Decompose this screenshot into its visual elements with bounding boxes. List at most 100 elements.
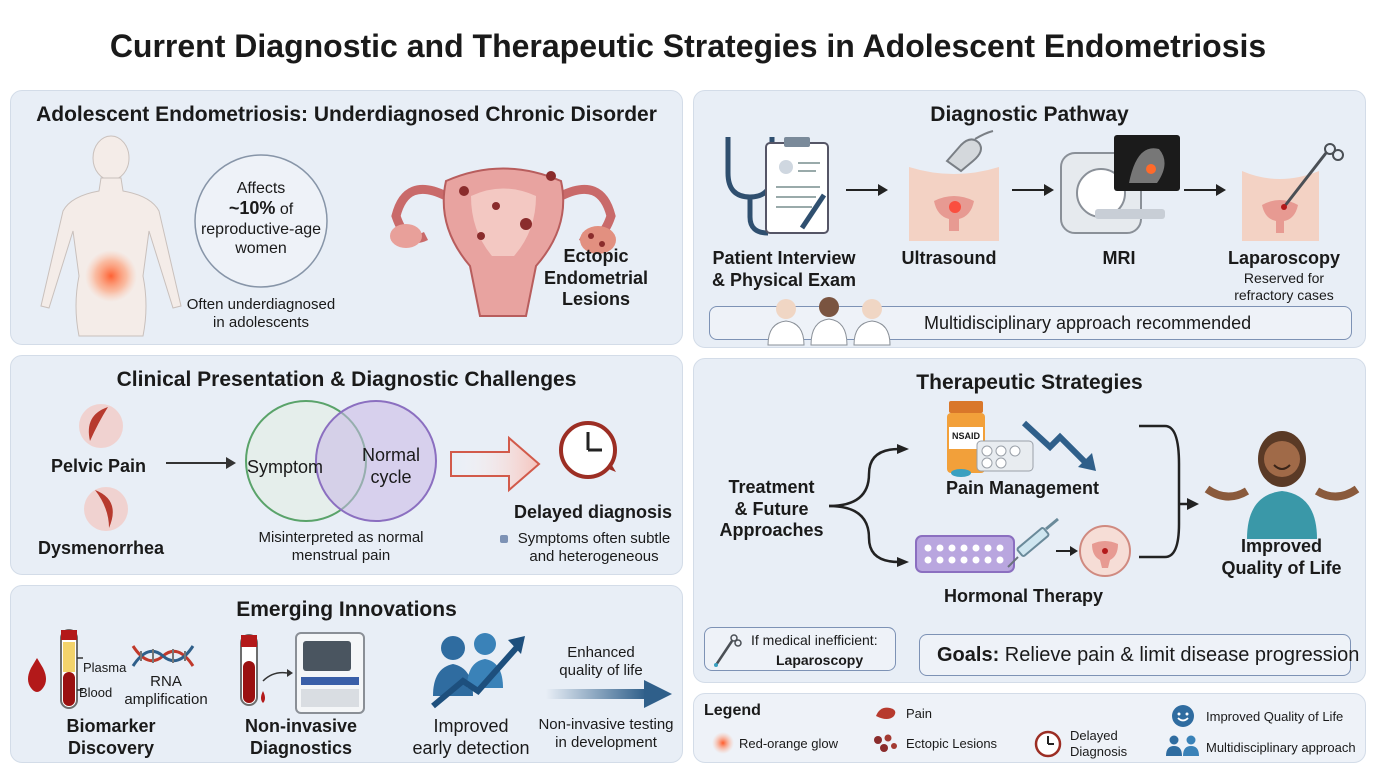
panel3-title: Emerging Innovations (236, 598, 457, 621)
doctors-icon (767, 297, 891, 346)
affects-line1: Affects (236, 180, 286, 197)
step1-line2: & Physical Exam (711, 269, 857, 290)
legend-glow-icon (712, 732, 734, 754)
step4-note-line1: Reserved for (1243, 270, 1325, 286)
testing-line2: in development (555, 734, 657, 751)
legend-pain-label: Pain (906, 706, 933, 721)
step4-note-line2: refractory cases (1234, 286, 1334, 303)
goals-box (919, 634, 1351, 676)
legend-lesions-icon (874, 734, 897, 752)
testing-note: Non-invasive testing in development (531, 716, 681, 752)
arrow-to-uterus (1056, 546, 1078, 556)
ectopic-line1: Ectopic (563, 246, 629, 266)
step-mri: MRI (1102, 248, 1136, 268)
legend-title: Legend (704, 702, 761, 719)
step-laparoscopy: Laparoscopy (1227, 248, 1341, 268)
dysmenorrhea-icon (84, 487, 128, 531)
bullet-icon (500, 535, 508, 543)
legend-team-icon (1166, 735, 1199, 756)
enhanced-line1: Enhanced (567, 644, 635, 661)
pelvic-glow (85, 250, 137, 302)
ultrasound-icon (909, 130, 999, 241)
legend-panel: Legend Red-orange glow Pain Ectopic Lesi… (693, 693, 1366, 763)
treat-line3: Approaches (719, 520, 824, 541)
improved-detection-label: Improved early detection (396, 716, 546, 759)
rna-line1: RNA (150, 673, 182, 690)
venn-diagram (245, 400, 437, 522)
delayed-diagnosis-label: Delayed diagnosis (514, 502, 673, 522)
pelvic-pain-label: Pelvic Pain (51, 456, 147, 476)
improved-qol-label: Improved Quality of Life (1209, 536, 1354, 579)
pelvic-pain-icon (79, 404, 123, 448)
treat-line1: Treatment (728, 477, 815, 497)
syringe-icon (1007, 517, 1059, 568)
pain-management-label: Pain Management (946, 478, 1100, 498)
legend-lesions-label: Ectopic Lesions (906, 736, 998, 751)
arrow-step2 (1012, 184, 1054, 196)
progress-arrow-icon (546, 680, 672, 708)
panel-diagnostic-pathway: Diagnostic Pathway Patient Interview & P… (693, 90, 1366, 348)
happy-person-icon (1204, 431, 1360, 539)
biomarker-label: Biomarker Discovery (51, 716, 171, 759)
if-medical-box (704, 627, 896, 671)
blood-tube-icon (28, 629, 83, 709)
dysmenorrhea-label: Dysmenorrhea (38, 538, 165, 558)
legend-glow-label: Red-orange glow (739, 736, 839, 751)
mri-scanner-icon (1060, 135, 1180, 234)
big-arrow-icon (450, 435, 541, 493)
stethoscope-clipboard-icon (725, 137, 829, 236)
panel-adolescent-endometriosis: Adolescent Endometriosis: Underdiagnosed… (10, 90, 683, 345)
arrow-to-venn (166, 457, 236, 469)
nsaid-label: NSAID (951, 431, 980, 441)
panel-therapeutic-strategies: Therapeutic Strategies Treatment & Futur… (693, 358, 1366, 683)
multidisciplinary-text: Multidisciplinary approach recommended (924, 313, 1252, 333)
panel1-title: Adolescent Endometriosis: Underdiagnosed… (36, 103, 657, 126)
affects-line4: women (235, 239, 287, 257)
stat-circle (194, 154, 328, 288)
venn-right-line2: cycle (370, 466, 412, 487)
nsaid-pills-icon (947, 401, 1034, 477)
legend-pain-icon (876, 707, 896, 719)
subtle-note: Symptoms often subtle and heterogeneous (509, 530, 679, 566)
step-patient-interview: Patient Interview & Physical Exam (704, 248, 864, 291)
ectopic-line3: Lesions (561, 289, 631, 310)
noninv-line1: Non-invasive (244, 716, 358, 736)
noninvasive-label: Non-invasive Diagnostics (241, 716, 361, 759)
treat-line2: & Future (734, 498, 809, 519)
underdiag-line1: Often underdiagnosed (186, 296, 336, 313)
legend-qol-label: Improved Quality of Life (1206, 709, 1344, 724)
treatment-label: Treatment & Future Approaches (709, 477, 834, 542)
affects-text: Affects ~10% of reproductive-age women (191, 179, 331, 258)
step1-line1: Patient Interview (712, 248, 856, 268)
qol-line1: Improved (1240, 536, 1323, 556)
enhanced-line2: quality of life (559, 662, 643, 679)
legend-clock-icon (1034, 730, 1062, 758)
uterus-lesions-icon (390, 167, 616, 317)
clock-icon (559, 421, 617, 479)
panel2-title: Clinical Presentation & Diagnostic Chall… (116, 368, 577, 391)
if-medical-text: If medical inefficient: (751, 632, 878, 648)
page-title: Current Diagnostic and Therapeutic Strat… (109, 28, 1267, 64)
downtrend-arrow-icon (1021, 420, 1096, 471)
panel-emerging-innovations: Emerging Innovations Plasma Blood RNA am… (10, 585, 683, 763)
panel5-title: Therapeutic Strategies (916, 371, 1143, 394)
rna-label: RNA amplification (121, 673, 211, 709)
improved-line2: early detection (412, 737, 530, 758)
ectopic-line2: Endometrial (543, 267, 649, 288)
legend-smile-icon (1172, 705, 1194, 727)
improved-line1: Improved (433, 716, 509, 736)
misinterp-line1: Misinterpreted as normal (258, 529, 424, 546)
branch-arrows (828, 444, 909, 567)
venn-right-line1: Normal (361, 445, 420, 465)
legend-delayed-line2: Diagnosis (1070, 743, 1128, 759)
hormonal-therapy-label: Hormonal Therapy (944, 586, 1104, 606)
underdiagnosed-note: Often underdiagnosed in adolescents (176, 296, 346, 332)
subtle-line1: Symptoms often subtle (517, 530, 671, 547)
step-ultrasound: Ultrasound (901, 248, 997, 268)
arrow-step1 (846, 184, 888, 196)
early-detection-icon (431, 633, 525, 709)
venn-normal-cycle: Normal cycle (351, 445, 431, 488)
dna-icon (131, 645, 195, 667)
noninv-line2: Diagnostics (249, 737, 353, 758)
goals-text: Goals: Relieve pain & limit disease prog… (937, 644, 1359, 667)
